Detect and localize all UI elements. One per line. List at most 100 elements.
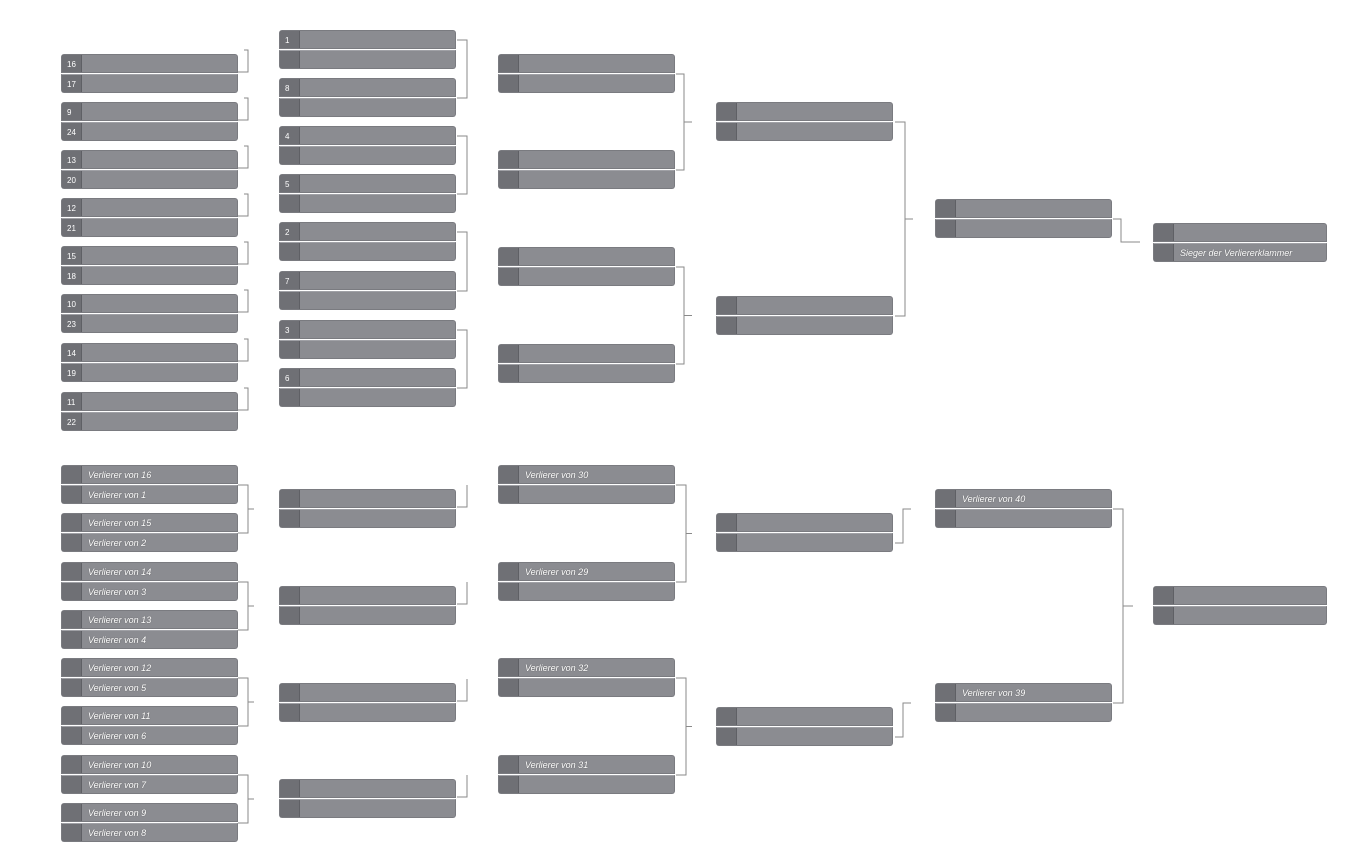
winners-round2-match: 3 bbox=[279, 320, 456, 360]
bracket-slot[interactable]: Verlierer von 4 bbox=[61, 630, 238, 649]
bracket-slot[interactable]: Verlierer von 16 bbox=[61, 465, 238, 484]
bracket-slot[interactable] bbox=[1153, 606, 1327, 625]
bracket-slot[interactable] bbox=[279, 683, 456, 702]
bracket-slot[interactable]: 10 bbox=[61, 294, 238, 313]
losers-round5-match: Verlierer von 40 bbox=[935, 489, 1112, 529]
bracket-slot[interactable] bbox=[716, 513, 893, 532]
bracket-slot[interactable]: Verlierer von 31 bbox=[498, 755, 675, 774]
bracket-slot[interactable]: Verlierer von 5 bbox=[61, 678, 238, 697]
bracket-slot[interactable]: 3 bbox=[279, 320, 456, 339]
bracket-slot[interactable] bbox=[279, 489, 456, 508]
bracket-slot[interactable]: 4 bbox=[279, 126, 456, 145]
bracket-slot[interactable] bbox=[279, 586, 456, 605]
bracket-slot[interactable] bbox=[716, 122, 893, 141]
bracket-slot[interactable]: Verlierer von 10 bbox=[61, 755, 238, 774]
bracket-slot[interactable] bbox=[498, 485, 675, 504]
bracket-slot[interactable]: Verlierer von 13 bbox=[61, 610, 238, 629]
bracket-slot[interactable] bbox=[498, 54, 675, 73]
bracket-slot[interactable]: Sieger der Verliererklammer bbox=[1153, 243, 1327, 262]
bracket-slot[interactable] bbox=[935, 703, 1112, 722]
bracket-slot[interactable] bbox=[716, 707, 893, 726]
bracket-slot[interactable]: 18 bbox=[61, 266, 238, 285]
bracket-slot[interactable]: Verlierer von 32 bbox=[498, 658, 675, 677]
bracket-slot[interactable]: Verlierer von 11 bbox=[61, 706, 238, 725]
bracket-slot[interactable]: 9 bbox=[61, 102, 238, 121]
bracket-slot[interactable]: 6 bbox=[279, 368, 456, 387]
participant-name: Verlierer von 9 bbox=[88, 807, 147, 818]
bracket-slot[interactable] bbox=[498, 678, 675, 697]
bracket-slot[interactable]: Verlierer von 8 bbox=[61, 823, 238, 842]
bracket-slot[interactable] bbox=[279, 388, 456, 407]
bracket-slot[interactable] bbox=[935, 219, 1112, 238]
bracket-slot[interactable] bbox=[935, 199, 1112, 218]
bracket-slot[interactable]: 8 bbox=[279, 78, 456, 97]
bracket-slot[interactable]: 7 bbox=[279, 271, 456, 290]
connector-line bbox=[895, 702, 911, 738]
bracket-slot[interactable]: 17 bbox=[61, 74, 238, 93]
bracket-slot[interactable] bbox=[498, 150, 675, 169]
bracket-slot[interactable] bbox=[1153, 223, 1327, 242]
bracket-slot[interactable] bbox=[716, 533, 893, 552]
bracket-slot[interactable] bbox=[498, 364, 675, 383]
bracket-slot[interactable] bbox=[279, 98, 456, 117]
bracket-slot[interactable]: Verlierer von 6 bbox=[61, 726, 238, 745]
seed-number bbox=[280, 780, 300, 797]
bracket-slot[interactable] bbox=[279, 50, 456, 69]
bracket-slot[interactable]: Verlierer von 2 bbox=[61, 533, 238, 552]
bracket-slot[interactable] bbox=[279, 242, 456, 261]
bracket-slot[interactable]: Verlierer von 12 bbox=[61, 658, 238, 677]
bracket-slot[interactable]: 15 bbox=[61, 246, 238, 265]
bracket-slot[interactable] bbox=[279, 799, 456, 818]
bracket-slot[interactable]: Verlierer von 15 bbox=[61, 513, 238, 532]
bracket-slot[interactable]: 23 bbox=[61, 314, 238, 333]
bracket-slot[interactable] bbox=[279, 146, 456, 165]
bracket-slot[interactable]: 14 bbox=[61, 343, 238, 362]
bracket-slot[interactable]: Verlierer von 30 bbox=[498, 465, 675, 484]
bracket-slot[interactable] bbox=[498, 582, 675, 601]
bracket-slot[interactable] bbox=[1153, 586, 1327, 605]
bracket-slot[interactable] bbox=[498, 344, 675, 363]
bracket-slot[interactable]: 11 bbox=[61, 392, 238, 411]
bracket-slot[interactable] bbox=[716, 727, 893, 746]
bracket-slot[interactable] bbox=[279, 509, 456, 528]
bracket-slot[interactable] bbox=[498, 247, 675, 266]
bracket-slot[interactable]: 5 bbox=[279, 174, 456, 193]
bracket-slot[interactable] bbox=[498, 775, 675, 794]
connector-line bbox=[238, 484, 249, 534]
bracket-slot[interactable] bbox=[716, 102, 893, 121]
bracket-slot[interactable]: Verlierer von 14 bbox=[61, 562, 238, 581]
bracket-slot[interactable]: 13 bbox=[61, 150, 238, 169]
bracket-slot[interactable]: Verlierer von 1 bbox=[61, 485, 238, 504]
bracket-slot[interactable] bbox=[279, 291, 456, 310]
bracket-slot[interactable] bbox=[279, 703, 456, 722]
bracket-slot[interactable] bbox=[279, 340, 456, 359]
bracket-slot[interactable]: 19 bbox=[61, 363, 238, 382]
bracket-slot[interactable] bbox=[498, 170, 675, 189]
bracket-slot[interactable]: 2 bbox=[279, 222, 456, 241]
bracket-slot[interactable]: Verlierer von 39 bbox=[935, 683, 1112, 702]
bracket-slot[interactable]: Verlierer von 29 bbox=[498, 562, 675, 581]
bracket-slot[interactable]: 1 bbox=[279, 30, 456, 49]
bracket-slot[interactable] bbox=[498, 74, 675, 93]
bracket-slot[interactable] bbox=[279, 606, 456, 625]
bracket-slot[interactable] bbox=[716, 296, 893, 315]
bracket-slot[interactable]: 16 bbox=[61, 54, 238, 73]
bracket-slot[interactable] bbox=[935, 509, 1112, 528]
bracket-slot[interactable]: 21 bbox=[61, 218, 238, 237]
bracket-slot[interactable] bbox=[279, 779, 456, 798]
bracket-slot[interactable]: Verlierer von 40 bbox=[935, 489, 1112, 508]
bracket-slot[interactable]: 20 bbox=[61, 170, 238, 189]
bracket-slot[interactable]: 22 bbox=[61, 412, 238, 431]
participant-name: Verlierer von 32 bbox=[525, 662, 589, 673]
bracket-slot[interactable] bbox=[716, 316, 893, 335]
bracket-slot[interactable]: Verlierer von 7 bbox=[61, 775, 238, 794]
bracket-slot[interactable]: 12 bbox=[61, 198, 238, 217]
bracket-slot[interactable]: Verlierer von 9 bbox=[61, 803, 238, 822]
bracket-slot[interactable]: 24 bbox=[61, 122, 238, 141]
bracket-slot[interactable]: Verlierer von 3 bbox=[61, 582, 238, 601]
bracket-slot[interactable] bbox=[279, 194, 456, 213]
bracket-slot[interactable] bbox=[498, 267, 675, 286]
